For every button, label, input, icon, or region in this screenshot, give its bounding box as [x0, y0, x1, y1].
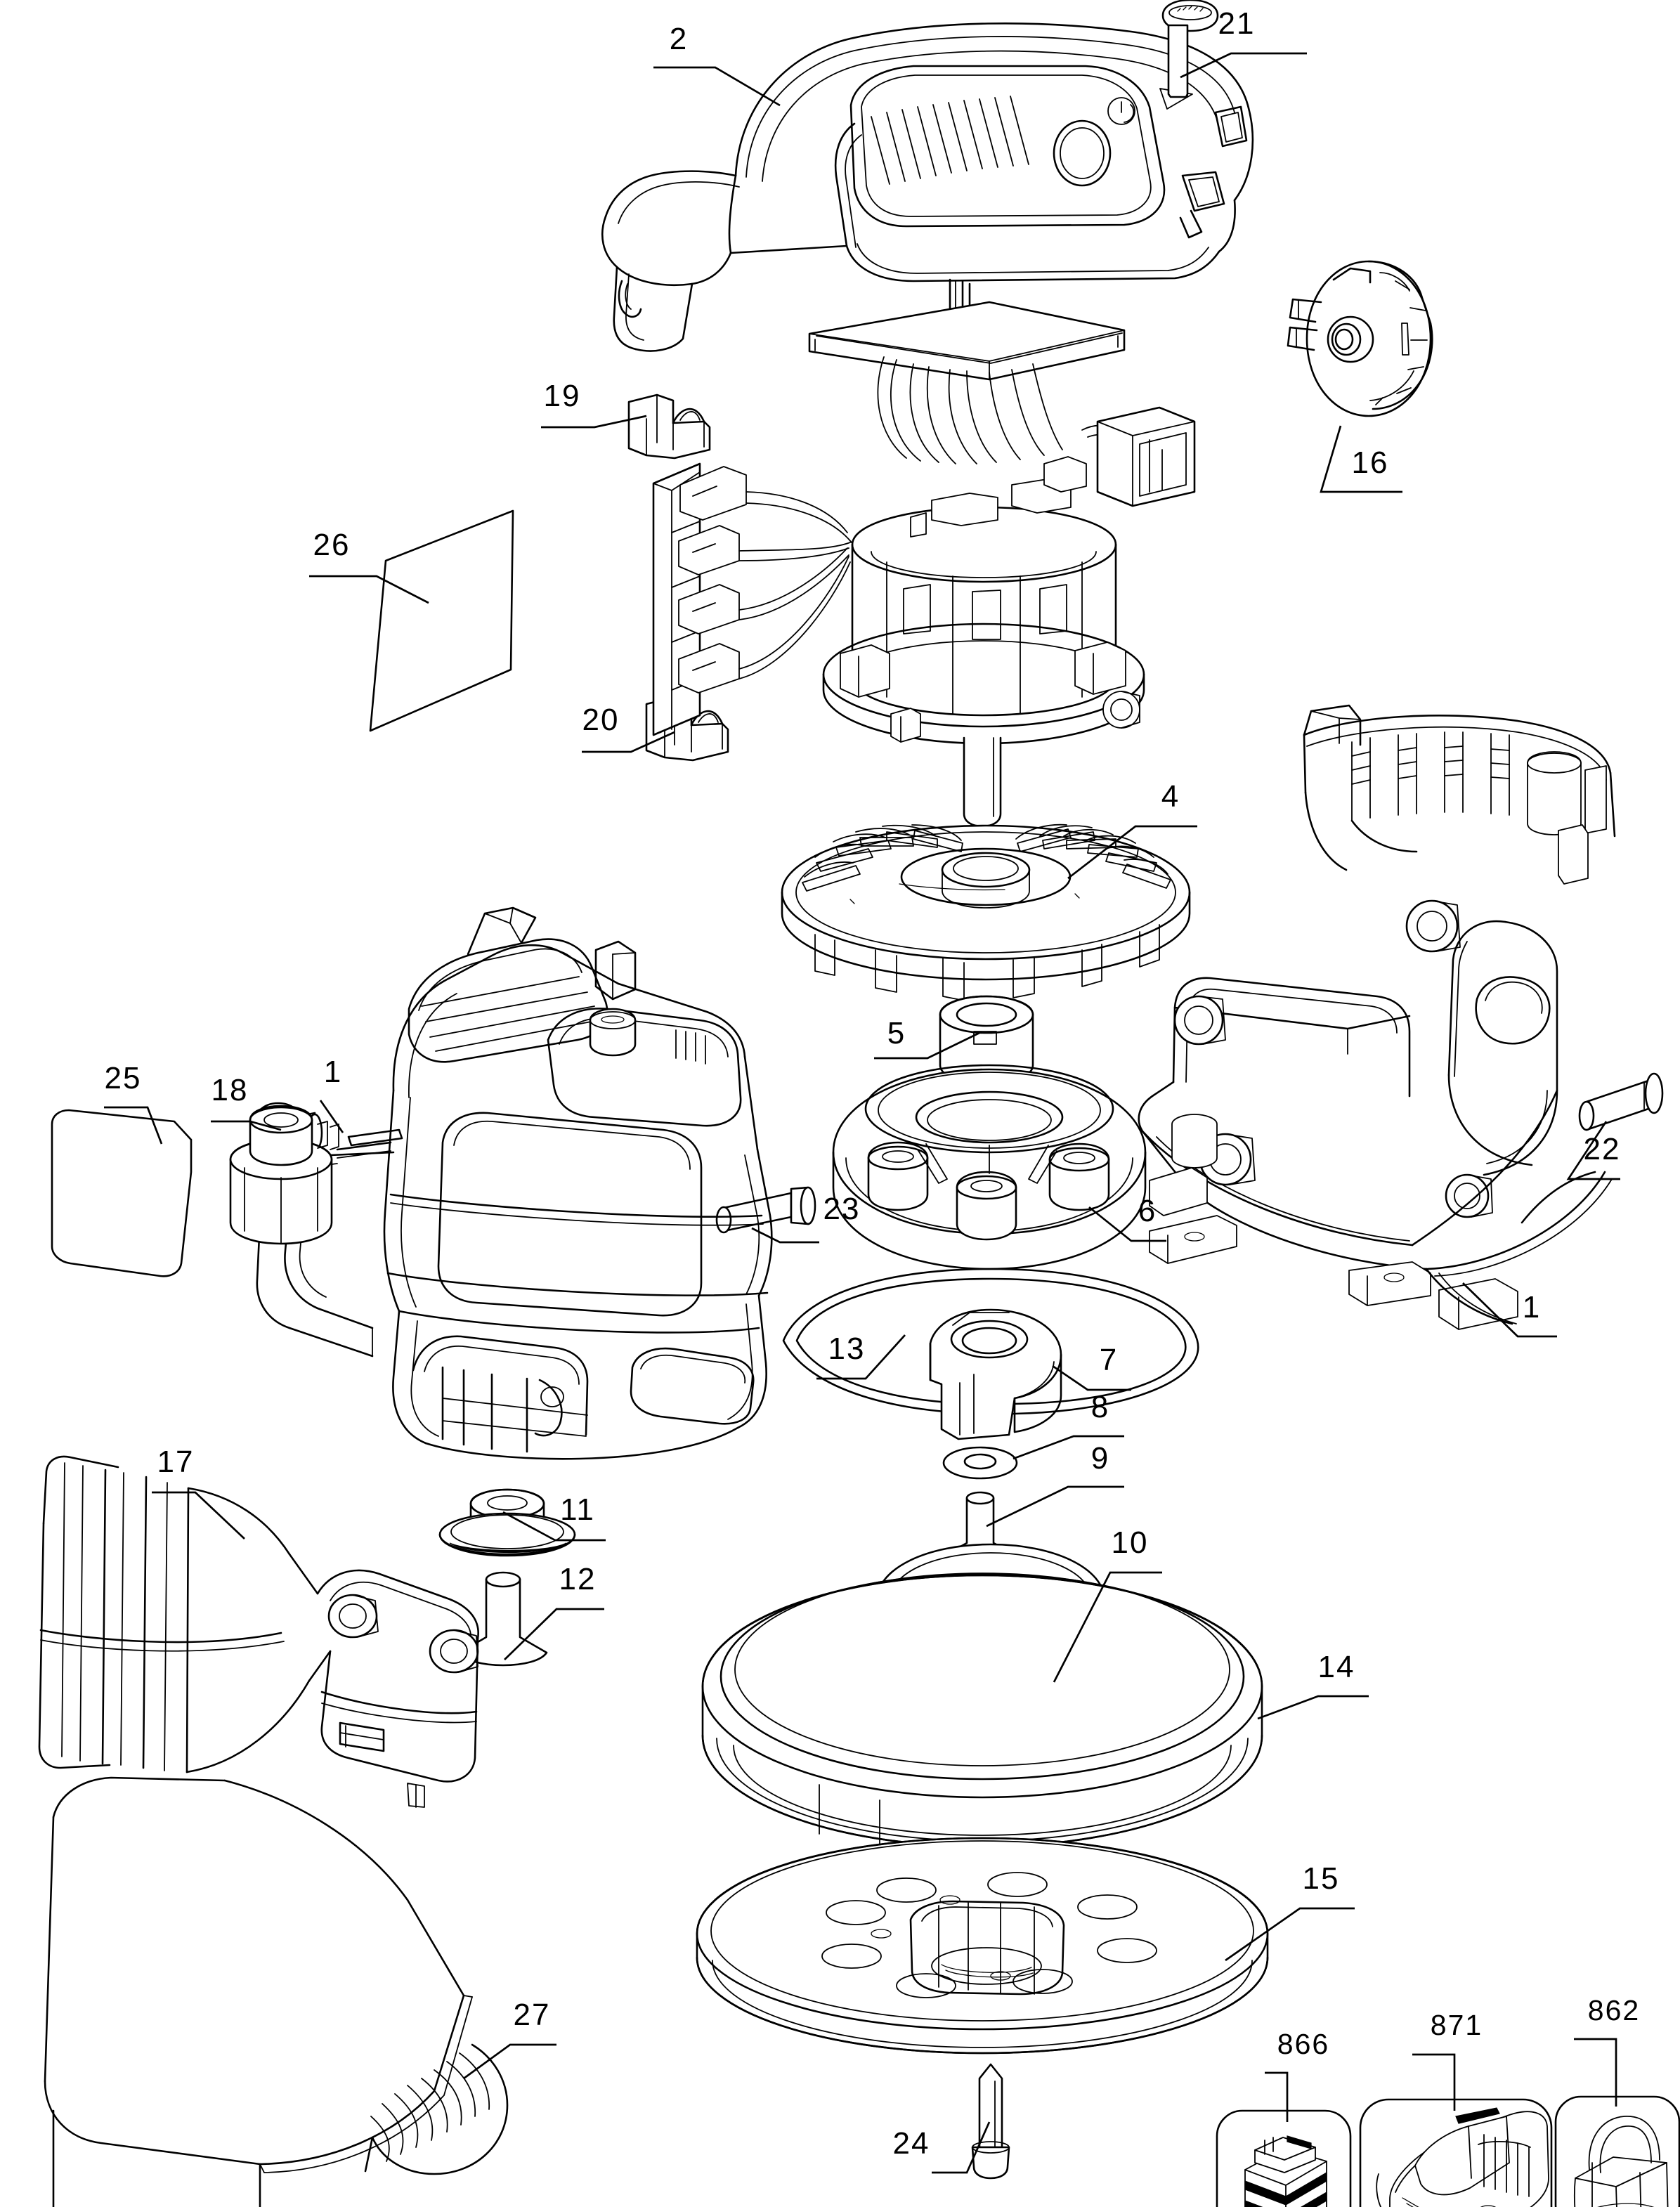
- leader-27: [463, 2043, 556, 2080]
- part-dust-collection-bag: [44, 1776, 509, 2207]
- part-flat-washer: [942, 1446, 1018, 1480]
- callout-9: 9: [1091, 1441, 1109, 1476]
- part-long-machine-screw: [1161, 0, 1219, 98]
- callout-24: 24: [893, 2126, 930, 2161]
- leader-20: [582, 731, 675, 753]
- part-pad-retaining-screw: [971, 2063, 1010, 2180]
- callout-862: 862: [1588, 1994, 1640, 2026]
- callout-25: 25: [105, 1061, 142, 1095]
- callout-866: 866: [1277, 2028, 1329, 2060]
- leader-11: [502, 1511, 606, 1542]
- leader-5: [874, 1031, 980, 1060]
- callout-21: 21: [1218, 6, 1256, 41]
- accessory-box-866: [1216, 2109, 1352, 2207]
- leader-24: [932, 2121, 991, 2174]
- leader-15: [1225, 1907, 1355, 1962]
- part-hook-and-loop-backing-pad: [696, 1837, 1269, 2055]
- part-bearing-shoulder-bushing: [438, 1488, 576, 1557]
- callout-20: 20: [582, 703, 620, 737]
- leader-8: [1012, 1435, 1124, 1460]
- part-warning-label-plate: [369, 509, 514, 732]
- leader-9: [986, 1485, 1124, 1528]
- callout-6: 6: [1138, 1194, 1157, 1228]
- leader-23: [751, 1227, 819, 1244]
- leader-13: [816, 1334, 906, 1380]
- part-upper-brush-cap: [627, 393, 711, 460]
- leader-2: [653, 66, 781, 107]
- callout-13: 13: [828, 1332, 866, 1366]
- accessory-box-871: [1359, 2098, 1553, 2207]
- leader-4: [1067, 825, 1197, 880]
- leader-862: [1574, 2038, 1617, 2107]
- part-counterweight-balancer: [832, 1064, 1147, 1270]
- leader-871: [1412, 2053, 1456, 2111]
- callout-1-right: 1: [1523, 1290, 1541, 1324]
- leader-19: [541, 415, 647, 429]
- part-eccentric-bearing-block: [929, 1308, 1062, 1440]
- part-pad-skirt-ring: [701, 1573, 1263, 1849]
- leader-25: [104, 1106, 163, 1145]
- leader-1-right: [1462, 1282, 1557, 1338]
- accessory-box-862: [1554, 2095, 1680, 2207]
- part-motor-assembly: [652, 301, 1196, 828]
- callout-8: 8: [1091, 1390, 1109, 1424]
- callout-17: 17: [157, 1445, 195, 1479]
- part-cooling-fan-impeller: [781, 823, 1191, 1001]
- part-hex-shoulder-bolt: [715, 1186, 816, 1234]
- callout-11: 11: [560, 1492, 595, 1527]
- leader-16: [1320, 425, 1402, 493]
- callout-14: 14: [1318, 1650, 1355, 1684]
- callout-27: 27: [514, 1998, 551, 2032]
- callout-labels: 2 21 19 16 26 20 4 5 25 18 1 22 23 6 1 1…: [105, 6, 1640, 2161]
- part-speed-dial-knob: [1287, 260, 1433, 417]
- leader-10: [1053, 1571, 1162, 1683]
- callout-871: 871: [1431, 2009, 1483, 2041]
- callout-18: 18: [211, 1073, 249, 1107]
- part-right-housing-half: [1138, 704, 1616, 1330]
- leader-17: [152, 1491, 245, 1539]
- part-flanged-dowel-pin: [458, 1571, 548, 1667]
- part-side-pad-gasket: [51, 1109, 193, 1277]
- callout-2: 2: [670, 22, 688, 56]
- callout-1-left: 1: [324, 1055, 342, 1089]
- leader-22: [1566, 1121, 1620, 1180]
- callout-5: 5: [887, 1016, 906, 1050]
- part-dowel-pin: [1578, 1072, 1664, 1131]
- callout-22: 22: [1584, 1132, 1621, 1166]
- callout-15: 15: [1303, 1861, 1340, 1896]
- leader-21: [1180, 52, 1307, 79]
- leader-12: [504, 1608, 604, 1660]
- leader-14: [1257, 1695, 1369, 1720]
- callout-12: 12: [559, 1562, 597, 1596]
- leader-lines: [104, 52, 1620, 2174]
- part-sealing-o-ring: [782, 1268, 1199, 1415]
- part-top-housing-cover: [601, 22, 1254, 352]
- callout-4: 4: [1161, 779, 1180, 814]
- part-dust-extraction-adapter: [38, 1455, 479, 1808]
- part-left-housing-half: [229, 906, 773, 1460]
- leader-1-left: [319, 1100, 344, 1133]
- callout-26: 26: [313, 528, 351, 562]
- callout-16: 16: [1352, 445, 1389, 480]
- leader-18: [211, 1120, 282, 1131]
- leader-866: [1265, 2071, 1289, 2122]
- leader-7: [1052, 1365, 1131, 1391]
- callout-7: 7: [1100, 1343, 1118, 1377]
- callout-23: 23: [823, 1192, 861, 1226]
- leader-6: [1088, 1206, 1166, 1242]
- leader-26: [309, 575, 429, 604]
- callout-19: 19: [544, 379, 581, 413]
- callout-10: 10: [1112, 1525, 1149, 1560]
